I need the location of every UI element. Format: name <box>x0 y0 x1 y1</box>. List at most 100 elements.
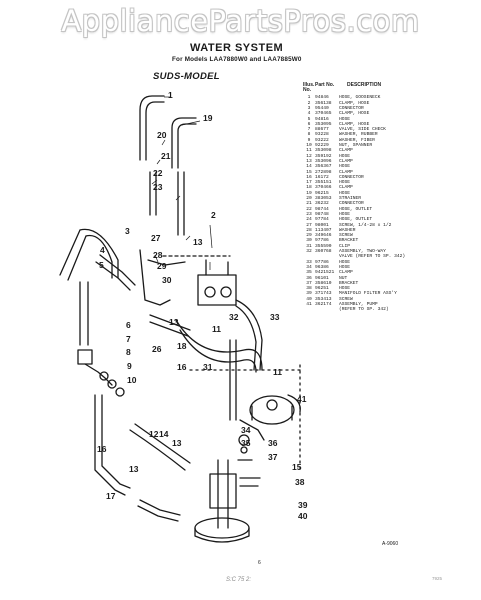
callout-label: 13 <box>169 317 179 327</box>
part-illus-no: 18 <box>306 185 312 191</box>
callout-label: 21 <box>161 151 171 161</box>
part-description: STRAINER <box>339 196 362 202</box>
part-description: BRACKET <box>339 238 359 244</box>
part-description: HOSE <box>339 153 351 159</box>
part-illus-no: 22 <box>306 206 312 212</box>
part-number: 353413 <box>315 296 332 302</box>
header-illus-no: Illus. No. <box>303 82 315 94</box>
part-number: 97786 <box>315 238 329 244</box>
part-description: SCREW <box>339 233 353 239</box>
part-illus-no: 10 <box>306 143 312 149</box>
part-illus-no: 38 <box>306 286 312 292</box>
part-number: 96215 <box>315 190 329 196</box>
part-number: 355590 <box>315 243 332 249</box>
part-illus-no: 21 <box>306 201 312 207</box>
part-description: WASHER, RUBBER <box>339 132 378 138</box>
callout-label: 13 <box>193 237 203 247</box>
header-part-no: Part No. <box>315 82 335 88</box>
part-illus-no: 37 <box>306 280 312 286</box>
part-description: CLAMP <box>339 169 353 175</box>
callout-label: 32 <box>229 312 239 322</box>
part-number: 92229 <box>315 143 329 149</box>
callout-label: 29 <box>157 261 167 271</box>
part-number: 272898 <box>315 169 332 175</box>
part-description: CLAMP, HOSE <box>339 100 370 106</box>
callout-label: 14 <box>159 429 169 439</box>
callout-label: 33 <box>270 312 280 322</box>
part-illus-no: 36 <box>306 275 312 281</box>
part-number: 93228 <box>315 132 329 138</box>
part-number: 88677 <box>315 127 329 133</box>
part-illus-no: 28 <box>306 227 312 233</box>
part-number: 97786 <box>315 259 329 265</box>
part-description: CONNECTOR <box>339 106 364 111</box>
part-illus-no: 30 <box>306 238 312 244</box>
callout-label: 17 <box>106 491 116 501</box>
part-illus-no: 11 <box>306 148 312 154</box>
watermark-text: AppliancePartsPros.com <box>61 4 420 38</box>
part-description: WASHER, FIBER <box>339 137 375 143</box>
part-number: 383053 <box>315 196 332 202</box>
part-illus-no: 16 <box>306 174 312 180</box>
part-number: 353098 <box>315 148 332 154</box>
handwritten-note: S:C 75 2: <box>226 577 252 583</box>
part-description: CLAMP, HOSE <box>339 111 370 117</box>
callout-label: 7 <box>126 334 131 344</box>
part-number: 360768 <box>315 249 332 255</box>
part-illus-no: 12 <box>306 153 312 159</box>
callout-label: 35 <box>241 438 251 448</box>
callout-label: 26 <box>152 344 162 354</box>
part-description: HOSE, OUTLET <box>339 206 373 212</box>
part-illus-no: 4 <box>307 111 311 117</box>
part-description: HOSE <box>339 286 351 292</box>
callout-label: 19 <box>203 113 213 123</box>
part-number: 349646 <box>315 233 332 239</box>
part-description: VALVE (REFER TO SP. 342) <box>339 254 406 260</box>
part-number: 96101 <box>315 275 329 281</box>
callout-label: 15 <box>292 462 302 472</box>
part-description: WASHER <box>339 227 356 233</box>
part-number: 98748 <box>315 211 329 217</box>
callout-label: 13 <box>172 438 182 448</box>
callout-label: 27 <box>151 233 161 243</box>
part-number: 353095 <box>315 121 332 127</box>
part-illus-no: 19 <box>306 190 312 196</box>
part-illus-no: 31 <box>306 243 312 249</box>
part-description: HOSE <box>339 180 351 186</box>
callout-label: 20 <box>157 130 167 140</box>
parts-list-row: (REFER TO SP. 342) <box>303 307 473 312</box>
part-number: 96251 <box>315 286 329 292</box>
part-illus-no: 17 <box>306 180 312 186</box>
callout-label: 41 <box>297 394 307 404</box>
callout-label: 2 <box>211 210 216 220</box>
callout-label: 16 <box>177 362 187 372</box>
part-number: 98001 <box>315 222 329 228</box>
part-description: NUT, SPANNER <box>339 143 373 149</box>
callout-label: 6 <box>126 320 131 330</box>
callout-label: 38 <box>295 477 305 487</box>
part-description: CLIP <box>339 243 351 249</box>
